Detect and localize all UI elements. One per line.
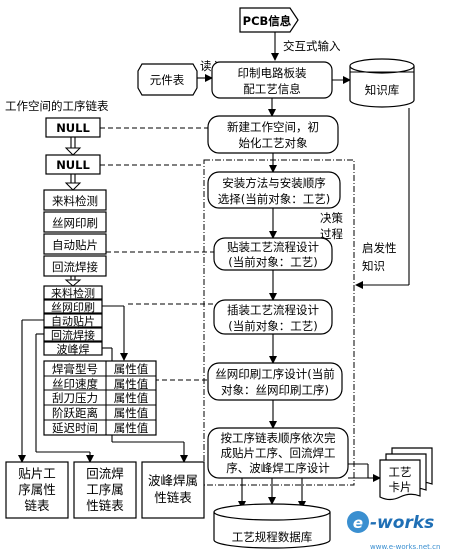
smt-design-line2: (当前对象：工艺) <box>228 255 317 269</box>
wave-attr-line2: 性链表 <box>154 490 192 505</box>
pcb-info-label: PCB信息 <box>243 14 292 28</box>
screen-print-design-line2: 对象：丝网印刷工序) <box>221 383 329 397</box>
attr-name-5: 延迟时间 <box>52 421 98 435</box>
process-database-node: 工艺规程数据库 <box>213 503 331 549</box>
chain2-item-5: 波峰焊 <box>57 342 90 356</box>
attr-value-2: 属性值 <box>114 377 149 391</box>
svg-text:-works: -works <box>370 513 434 533</box>
attribute-table: 焊膏型号 属性值 丝印速度 属性值 刮刀压力 属性值 阶跃距离 属性值 延迟时间… <box>43 360 157 436</box>
chain-design-step: 按工序链表顺序依次完 成贴片工序、回流焊工 序、波峰焊工序设计 <box>207 427 349 479</box>
chain-design-line2: 成贴片工序、回流焊工 <box>221 446 336 460</box>
insert-design-step: 插装工艺流程设计 (当前对象：工艺) <box>213 299 333 335</box>
knowledge-base-node: 知识库 <box>349 58 415 108</box>
pcb-process-info-node: 印制电路板装 配工艺信息 <box>211 61 333 99</box>
chain1-item-4: 回流焊接 <box>52 260 98 274</box>
chain2-item-1: 来料检测 <box>51 286 95 300</box>
decision-process-frame <box>203 159 355 486</box>
interactive-input-label: 交互式输入 <box>283 39 341 53</box>
e-works-watermark: e -works <box>347 511 434 533</box>
chain1-item-2: 丝网印刷 <box>52 216 98 230</box>
process-database-label: 工艺规程数据库 <box>232 530 313 544</box>
attr-value-3: 属性值 <box>114 391 149 405</box>
knowledge-base-label: 知识库 <box>365 83 400 97</box>
chip-attr-line3: 链表 <box>24 498 50 513</box>
pcb-info-node: PCB信息 <box>239 7 299 33</box>
attr-value-4: 属性值 <box>114 406 149 420</box>
wave-attr-list-node: 波峰焊属 性链表 <box>141 461 205 519</box>
decision-process-label-2: 过程 <box>320 227 343 241</box>
chip-attr-list-node: 贴片工 序属性 链表 <box>5 461 69 519</box>
component-table-label: 元件表 <box>150 73 185 87</box>
chain1-item-1: 来料检测 <box>52 194 98 208</box>
heuristic-knowledge-label-1: 启发性 <box>362 241 397 255</box>
chip-attr-line1: 贴片工 <box>18 466 56 481</box>
new-workspace-line2: 始化工艺对象 <box>239 136 308 150</box>
screen-print-design-step: 丝网印刷工序设计(当前 对象：丝网印刷工序) <box>207 362 343 401</box>
chain2-item-4: 回流焊接 <box>51 328 95 342</box>
select-method-line1: 安装方法与安装顺序 <box>222 176 326 190</box>
select-method-step: 安装方法与安装顺序 选择(当前对象：工艺) <box>207 171 341 209</box>
chain2-list: 来料检测 丝网印刷 自动贴片 回流焊接 波峰焊 <box>43 285 103 356</box>
insert-design-line1: 插装工艺流程设计 <box>227 303 319 317</box>
reflow-attr-line3: 性链表 <box>86 498 124 513</box>
component-table-node: 元件表 <box>137 63 198 96</box>
reflow-attr-list-node: 回流焊 工序属 性链表 <box>73 461 137 519</box>
insert-design-line2: (当前对象：工艺) <box>228 319 317 333</box>
reflow-attr-line1: 回流焊 <box>86 466 124 481</box>
attr-name-2: 丝印速度 <box>52 377 98 391</box>
pcb-process-info-line2: 配工艺信息 <box>243 82 301 96</box>
process-card-node: 工艺 卡片 <box>379 447 433 501</box>
watermark-domain: www.e-works.net.cn <box>370 543 440 551</box>
smt-design-step: 贴装工艺流程设计 (当前对象：工艺) <box>213 237 333 271</box>
null-node-1: NULL <box>45 117 101 138</box>
chain1-list: 来料检测 丝网印刷 自动贴片 回流焊接 <box>43 189 107 277</box>
pcb-process-info-line1: 印制电路板装 <box>238 66 307 80</box>
screen-print-design-line1: 丝网印刷工序设计(当前 <box>215 367 335 381</box>
process-card-line2: 卡片 <box>389 480 412 494</box>
reflow-attr-line2: 工序属 <box>86 482 124 497</box>
null-label-1: NULL <box>56 121 90 135</box>
null-label-2: NULL <box>56 158 90 172</box>
attr-name-4: 阶跃距离 <box>52 406 98 420</box>
attr-value-1: 属性值 <box>114 362 149 376</box>
select-method-line2: 选择(当前对象：工艺) <box>218 192 330 206</box>
chain1-item-3: 自动贴片 <box>52 238 98 252</box>
process-card-line1: 工艺 <box>389 465 412 479</box>
chain-title: 工作空间的工序链表 <box>5 99 109 113</box>
chip-attr-line2: 序属性 <box>18 482 56 497</box>
chain-design-line1: 按工序链表顺序依次完 <box>221 431 336 445</box>
chain2-item-3: 自动贴片 <box>51 314 95 328</box>
new-workspace-line1: 新建工作空间，初 <box>227 120 319 134</box>
attr-name-1: 焊膏型号 <box>52 362 98 376</box>
smt-design-line1: 贴装工艺流程设计 <box>227 240 319 254</box>
attr-value-5: 属性值 <box>114 421 149 435</box>
chain2-item-2: 丝网印刷 <box>51 301 95 314</box>
svg-text:e: e <box>353 514 363 532</box>
chain-design-line3: 序、波峰焊工序设计 <box>226 461 330 475</box>
null-node-2: NULL <box>45 154 101 175</box>
wave-attr-line1: 波峰焊属 <box>148 473 198 488</box>
attr-name-3: 刮刀压力 <box>52 391 98 405</box>
heuristic-knowledge-label-2: 知识 <box>362 259 385 273</box>
new-workspace-step: 新建工作空间，初 始化工艺对象 <box>207 115 339 154</box>
decision-process-label-1: 决策 <box>320 211 343 225</box>
